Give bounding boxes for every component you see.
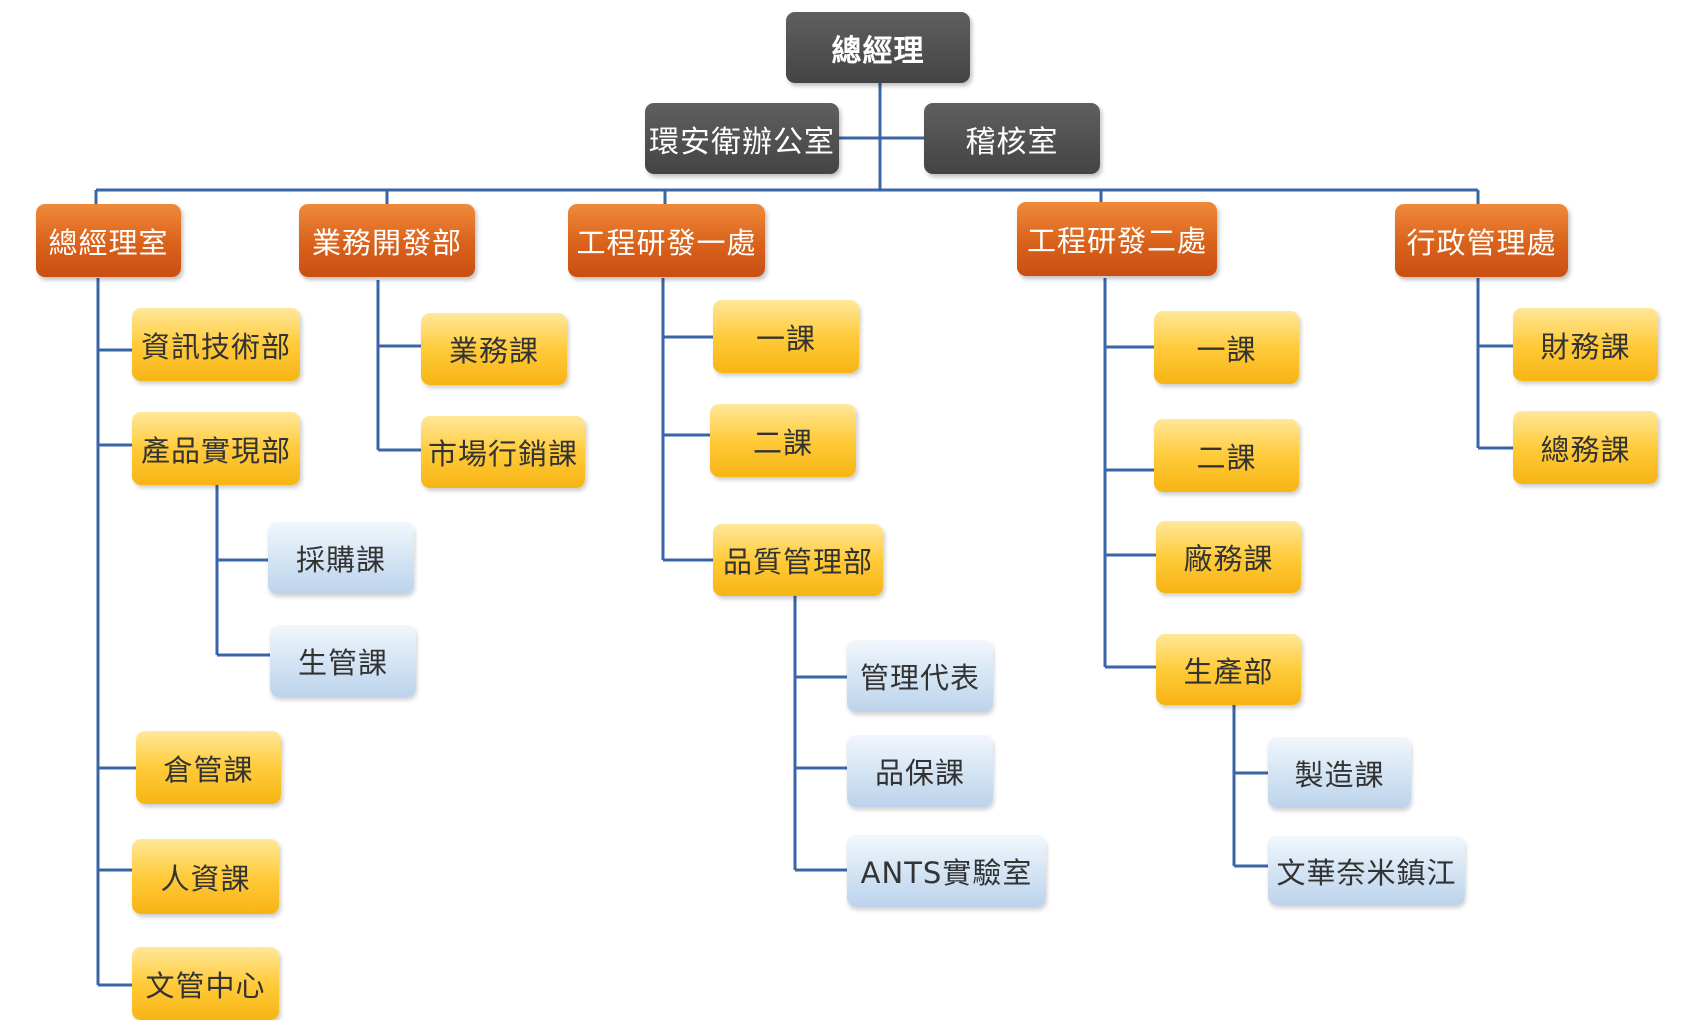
- subsection-production-control: 生管課: [270, 625, 416, 697]
- section-eng1-first: 一課: [713, 300, 859, 373]
- subsection-ants-lab: ANTS實驗室: [847, 835, 1046, 907]
- department-business-development: 業務開發部: [299, 204, 475, 277]
- section-marketing: 市場行銷課: [421, 416, 585, 488]
- section-eng2-first: 一課: [1154, 311, 1299, 384]
- section-hr: 人資課: [132, 839, 279, 914]
- section-general-affairs: 總務課: [1513, 411, 1658, 484]
- subsection-purchasing: 採購課: [268, 522, 414, 594]
- section-product-realization: 產品實現部: [132, 412, 300, 485]
- section-finance: 財務課: [1513, 308, 1658, 381]
- ceo-box: 總經理: [786, 12, 970, 83]
- subsection-management-representative: 管理代表: [847, 640, 993, 712]
- department-administration: 行政管理處: [1395, 204, 1568, 277]
- department-engineering-1: 工程研發一處: [568, 204, 765, 277]
- section-eng2-second: 二課: [1154, 419, 1299, 492]
- section-facilities: 廠務課: [1156, 521, 1301, 593]
- department-engineering-2: 工程研發二處: [1017, 202, 1217, 276]
- section-sales: 業務課: [421, 313, 567, 385]
- subsection-manufacturing: 製造課: [1268, 737, 1411, 808]
- department-ceo-office: 總經理室: [36, 204, 181, 277]
- section-eng1-second: 二課: [710, 404, 856, 477]
- section-it: 資訊技術部: [132, 308, 300, 381]
- staff-office-left: 環安衛辦公室: [645, 103, 839, 174]
- section-warehouse: 倉管課: [136, 731, 281, 804]
- section-production: 生產部: [1156, 634, 1301, 705]
- subsection-zhenjiang-branch: 文華奈米鎮江: [1268, 836, 1465, 905]
- subsection-quality-assurance: 品保課: [847, 735, 993, 807]
- section-quality-management: 品質管理部: [713, 524, 883, 596]
- section-document-center: 文管中心: [132, 947, 279, 1020]
- staff-office-right: 稽核室: [924, 103, 1100, 174]
